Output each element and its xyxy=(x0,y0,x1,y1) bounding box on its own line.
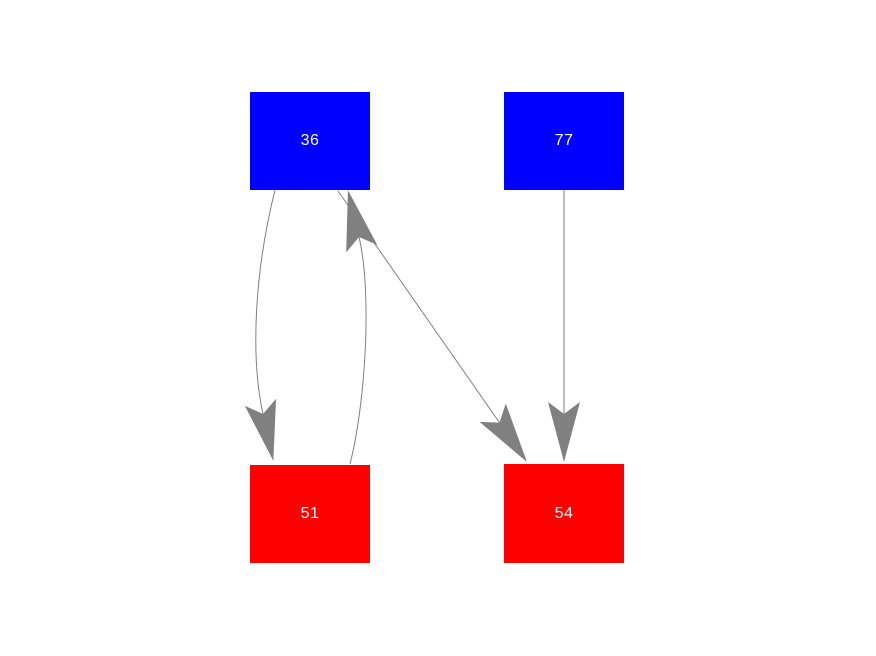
node-label: 51 xyxy=(300,505,320,522)
node-77[interactable]: 77 xyxy=(504,92,624,190)
edge-36-to-54 xyxy=(337,190,527,462)
node-label: 54 xyxy=(554,504,574,522)
node-label: 77 xyxy=(554,132,574,149)
edge-36-to-51 xyxy=(244,189,277,461)
node-51[interactable]: 51 xyxy=(250,465,370,563)
node-54[interactable]: 54 xyxy=(504,464,624,563)
node-36[interactable]: 36 xyxy=(250,92,370,190)
node-label: 36 xyxy=(300,132,320,149)
edge-51-to-36 xyxy=(346,190,378,465)
